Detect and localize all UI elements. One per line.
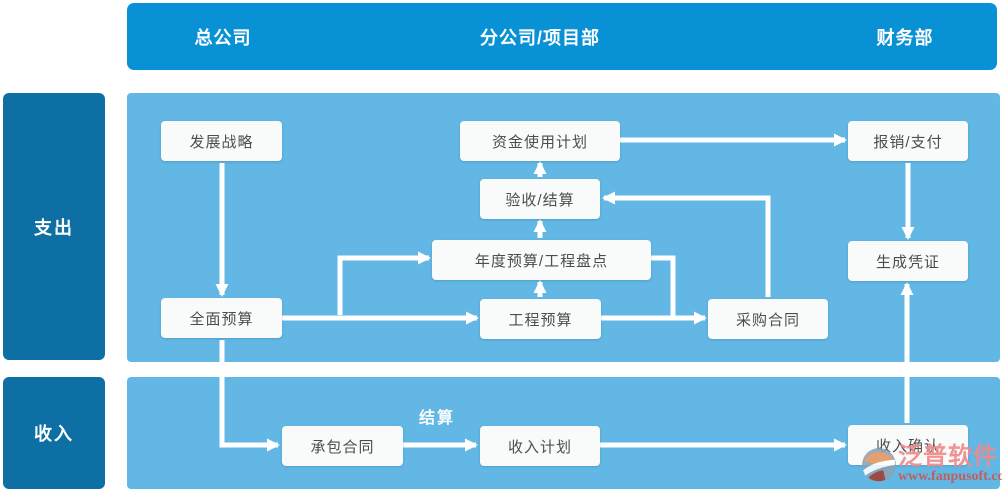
node-annual-budget-inventory: 年度预算/工程盘点 (432, 240, 651, 280)
lane-label-expenditure: 支出 (3, 93, 105, 360)
header-column-head-office: 总公司 (194, 27, 252, 48)
connector-annual-budget-to-purchase-contract (651, 255, 676, 317)
lane-label-income: 收入 (3, 377, 105, 489)
node-income-confirmation: 收入确认 (848, 425, 968, 465)
node-development-strategy: 发展战略 (161, 121, 282, 161)
header-bar: 总公司 分公司/项目部 财务部 (127, 3, 997, 70)
node-contracting-contract: 承包合同 (282, 426, 403, 466)
node-income-plan: 收入计划 (480, 426, 600, 466)
node-reimbursement-payment: 报销/支付 (848, 121, 968, 161)
node-acceptance-settlement: 验收/结算 (480, 179, 600, 219)
node-purchase-contract: 采购合同 (708, 299, 828, 339)
header-column-branch-project: 分公司/项目部 (479, 27, 601, 48)
header-column-finance-dept: 财务部 (876, 27, 934, 48)
node-overall-budget: 全面预算 (161, 298, 282, 338)
node-generate-voucher: 生成凭证 (848, 241, 968, 281)
arrow-overall-budget-to-contract (219, 340, 280, 452)
settlement-edge-label: 结算 (418, 410, 456, 427)
node-project-budget: 工程预算 (480, 299, 601, 339)
node-fund-usage-plan: 资金使用计划 (460, 121, 620, 161)
arrow-overall-budget-to-annual-budget (337, 251, 431, 315)
arrow-purchase-contract-to-acceptance (602, 191, 771, 297)
